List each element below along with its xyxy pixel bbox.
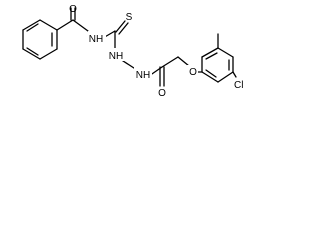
bond-lines	[22, 7, 237, 87]
bond	[232, 71, 237, 78]
bond	[205, 69, 217, 78]
atom-label-o: O	[69, 4, 77, 15]
bond	[205, 52, 218, 60]
molecule-structure: O NH S NH NH O O Cl	[22, 4, 243, 99]
atom-label-background	[88, 31, 106, 44]
bond	[217, 47, 234, 58]
bond	[26, 23, 39, 32]
bond	[217, 71, 234, 83]
atom-label-nh: NH	[136, 70, 150, 81]
atom-label-s: S	[126, 12, 133, 23]
atom-label-background	[187, 65, 198, 78]
bond	[201, 71, 219, 83]
bond	[22, 48, 41, 60]
atom-label-background	[134, 67, 152, 80]
atom-label-cl: Cl	[234, 80, 243, 91]
bond	[22, 19, 41, 31]
bond	[118, 22, 129, 35]
atom-label-o: O	[158, 88, 166, 99]
bond	[26, 47, 39, 56]
atom-label-o: O	[189, 67, 197, 78]
bond	[177, 56, 190, 67]
bond	[161, 56, 179, 68]
atom-label-nh: NH	[109, 51, 123, 62]
atom-labels: O NH S NH NH O O Cl	[69, 4, 243, 99]
atom-label-background	[107, 48, 125, 61]
bond	[39, 48, 58, 60]
atom-label-nh: NH	[89, 34, 103, 45]
bond	[115, 20, 126, 33]
bond	[56, 19, 74, 31]
bond	[201, 47, 219, 58]
bond	[72, 19, 89, 32]
bond	[39, 19, 58, 31]
